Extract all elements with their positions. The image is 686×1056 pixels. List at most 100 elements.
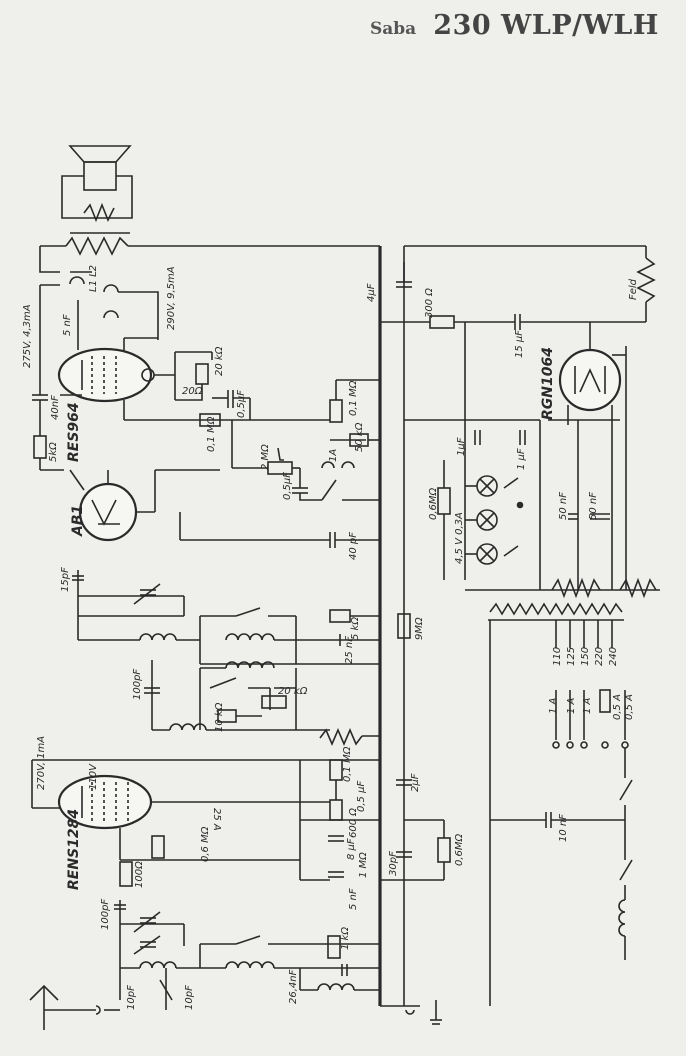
label-c25nf: 25 nF bbox=[344, 636, 355, 664]
label-lamps: 4,5 V 0,3A bbox=[454, 512, 465, 564]
tuning-section-middle bbox=[144, 660, 380, 747]
label-c100pf: 100pF bbox=[132, 669, 143, 700]
label-c40nf: 40nF bbox=[50, 395, 61, 420]
label-r9m: 9MΩ bbox=[414, 617, 425, 640]
resistor-network-upper bbox=[250, 379, 380, 447]
label-r2m: 2 MΩ bbox=[260, 444, 271, 470]
schematic-title: Saba 230 WLP/WLH bbox=[370, 10, 670, 50]
label-290v: 290V, 9,5mA bbox=[166, 266, 177, 330]
resistor-9m bbox=[397, 613, 411, 639]
resistor-300 bbox=[380, 314, 646, 420]
label-r20k: 20 kΩ bbox=[214, 346, 225, 376]
label-c26nf: 26,4nF bbox=[288, 969, 299, 1004]
antenna-symbol bbox=[29, 984, 120, 1030]
fuse-label: 0,5 A bbox=[624, 694, 635, 720]
label-c05uf-c: 0,5 µF bbox=[356, 781, 367, 812]
label-r100: 100Ω bbox=[134, 861, 145, 888]
switch-1a bbox=[299, 461, 380, 501]
capacitor-5nf bbox=[32, 344, 82, 420]
tap-labels: 110 125 150 220 240 bbox=[552, 647, 619, 666]
label-275v: 275V, 4,3mA bbox=[22, 304, 33, 368]
label-r5k-b: 5 kΩ bbox=[350, 617, 361, 640]
model-label: 230 WLP/WLH bbox=[433, 10, 659, 41]
label-c50nf-a: 50 nF bbox=[558, 492, 569, 520]
tap-label: 110 bbox=[552, 647, 563, 666]
resistor-0-6m bbox=[437, 460, 451, 580]
tap-label: 240 bbox=[608, 647, 619, 666]
rf-tube-rens1284 bbox=[31, 759, 380, 860]
loudspeaker-symbol bbox=[61, 145, 133, 223]
fuse-label: 0,5 A bbox=[612, 694, 623, 720]
output-transformer bbox=[40, 232, 380, 256]
label-r10k: 10 kΩ bbox=[214, 702, 225, 732]
label-l1-l2: L1 L2 bbox=[88, 265, 99, 292]
label-c100pf-b: 100pF bbox=[100, 899, 111, 930]
label-v110: 110V bbox=[88, 763, 99, 790]
label-c15uf: 15 µF bbox=[514, 330, 525, 358]
label-c1uf-b: 1 µF bbox=[516, 448, 527, 470]
label-c10pf-a: 10pF bbox=[126, 985, 137, 1010]
capacitor-40pf bbox=[180, 532, 380, 548]
label-c30pf: 30pF bbox=[388, 851, 399, 876]
label-r600: 600 Ω bbox=[348, 808, 359, 838]
label-tube-res964: RES964 bbox=[66, 402, 82, 462]
coil-l1-l2 bbox=[39, 246, 159, 344]
rf-cathode-network bbox=[119, 759, 451, 887]
ground-symbol bbox=[380, 1000, 442, 1025]
capacitor-2uf bbox=[396, 779, 412, 786]
mains-transformer bbox=[488, 602, 624, 1006]
label-c05uf-b: 0,5µF bbox=[282, 472, 293, 500]
label-r300: 300 Ω bbox=[424, 288, 435, 318]
label-c10pf-b: 10pF bbox=[184, 985, 195, 1010]
label-tube-ab1: AB1 bbox=[70, 505, 86, 537]
brand-label: Saba bbox=[370, 19, 417, 39]
label-c8uf: 8 µF bbox=[346, 838, 357, 860]
detector-tube-ab1 bbox=[78, 469, 220, 542]
label-c25a: 25 A bbox=[211, 808, 222, 831]
resistor-5k bbox=[33, 420, 85, 491]
tap-label: 125 bbox=[566, 647, 577, 666]
voltage-selector bbox=[552, 689, 633, 960]
tap-label: 220 bbox=[594, 647, 605, 666]
cathode-network bbox=[174, 351, 251, 427]
label-r5k: 5kΩ bbox=[48, 442, 59, 462]
label-c10nf: 10 nF bbox=[558, 814, 569, 842]
label-v270: 270V, 1mA bbox=[36, 736, 47, 790]
label-c05uf: 0,5µF bbox=[236, 390, 247, 418]
label-r1m: 1 MΩ bbox=[358, 852, 369, 878]
label-r06m-c: 0,6MΩ bbox=[454, 833, 465, 866]
label-r50k: 50 kΩ bbox=[354, 422, 365, 452]
fuse-label: 1 A bbox=[566, 697, 577, 714]
field-coil bbox=[636, 246, 656, 322]
capacitor-4uf bbox=[396, 262, 412, 288]
label-c15pf: 15pF bbox=[60, 567, 71, 592]
potentiometer-2m bbox=[231, 420, 308, 494]
label-r20: 20Ω bbox=[182, 386, 203, 397]
label-c2uf: 2µF bbox=[410, 773, 421, 792]
rectifier-tube-rgn1064 bbox=[558, 322, 627, 590]
label-c1uf: 1µF bbox=[456, 437, 467, 456]
fuse-labels: 1 A 1 A 1 A 0,5 A 0,5 A bbox=[548, 694, 635, 720]
power-filter bbox=[465, 419, 660, 599]
label-tube-rgn1064: RGN1064 bbox=[540, 347, 556, 420]
label-r06m: 0,6MΩ bbox=[428, 487, 439, 520]
tuning-section-lower bbox=[114, 900, 380, 1010]
label-c4uf: 4µF bbox=[366, 283, 377, 302]
label-r01m: 0,1 MΩ bbox=[206, 416, 217, 452]
label-r06m-b: 0,6 MΩ bbox=[200, 826, 211, 862]
dial-lamps bbox=[404, 419, 540, 580]
tap-label: 150 bbox=[580, 647, 591, 666]
label-c5nf-b: 5 nF bbox=[348, 888, 359, 910]
label-r01m-b: 0,1 MΩ bbox=[348, 380, 359, 416]
label-c5nf-top: 5 nF bbox=[62, 314, 73, 336]
output-tube-res964 bbox=[57, 337, 200, 421]
capacitor-10nf bbox=[490, 812, 625, 828]
label-c40pf: 40 pF bbox=[348, 532, 359, 560]
label-r1k: 1 kΩ bbox=[340, 927, 351, 950]
label-r20k-b: 20 kΩ bbox=[278, 686, 308, 697]
label-tube-rens1284: RENS1284 bbox=[66, 809, 82, 890]
label-sw-1a: 1A bbox=[328, 449, 339, 462]
fuse-label: 1 A bbox=[548, 697, 559, 714]
fuse-label: 1 A bbox=[582, 697, 593, 714]
